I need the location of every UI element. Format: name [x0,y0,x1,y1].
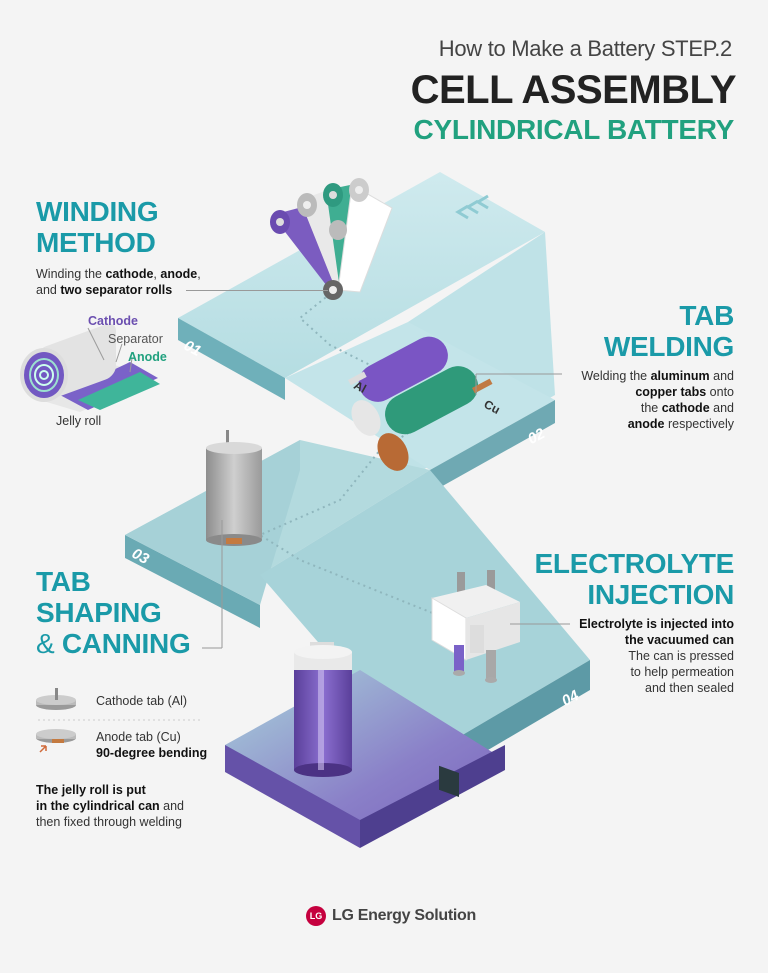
purple-can-icon [294,642,352,777]
cathode-tab-icon [36,688,76,710]
step04-desc: Electrolyte is injected into the vacuume… [579,617,734,695]
chevron-icons [455,194,489,220]
step04-title-line2: INJECTION [587,579,734,610]
step03-title: TAB SHAPING & CANNING [36,566,191,659]
step04-title: ELECTROLYTE INJECTION [534,548,735,610]
step04-title-line1: ELECTROLYTE [534,548,735,579]
label-jelly-roll: Jelly roll [56,414,102,428]
label-anode: Anode [128,350,167,364]
step02-title-line2: WELDING [603,331,734,362]
step01-title-line2: METHOD [36,227,156,258]
label-cathode: Cathode [88,314,138,328]
step03-title-line2: SHAPING [36,597,162,628]
tab-welding-rollers-icon [348,336,493,471]
step01-title: WINDING METHOD [36,196,159,258]
jelly-roll-icon [20,323,160,412]
legend-cathode-tab: Cathode tab (Al) [96,694,188,708]
step02-desc: Welding the aluminum and copper tabs ont… [581,369,734,431]
lg-logo-mark: LG [306,906,326,926]
step03-title-line3: CANNING [61,628,191,659]
header-subtitle: How to Make a Battery STEP.2 [438,36,733,61]
step02-title: TAB WELDING [604,300,734,362]
step03-title-line1: TAB [36,566,91,597]
label-separator: Separator [108,332,163,346]
lg-logo: LG LG Energy Solution [306,906,476,926]
injection-machine-icon [431,570,520,798]
step01-title-line1: WINDING [36,196,159,227]
step03-title-amp: & [36,628,55,659]
anode-tab-icon [36,729,76,753]
header-title: CELL ASSEMBLY [410,68,737,112]
step02-title-line1: TAB [679,300,734,331]
step03-desc: The jelly roll is put in the cylindrical… [36,783,184,829]
silver-can-icon [206,430,262,546]
header-category: CYLINDRICAL BATTERY [413,114,735,145]
legend-bending: 90-degree bending [96,746,208,760]
zigzag-path [125,172,590,848]
winding-rollers-icon [270,178,393,300]
legend-anode-tab: Anode tab (Cu) [96,730,181,744]
step01-desc: Winding the cathode, anode, and two sepa… [36,267,201,297]
lg-logo-text: LG Energy Solution [332,907,476,924]
step01-leader-line [186,290,328,291]
